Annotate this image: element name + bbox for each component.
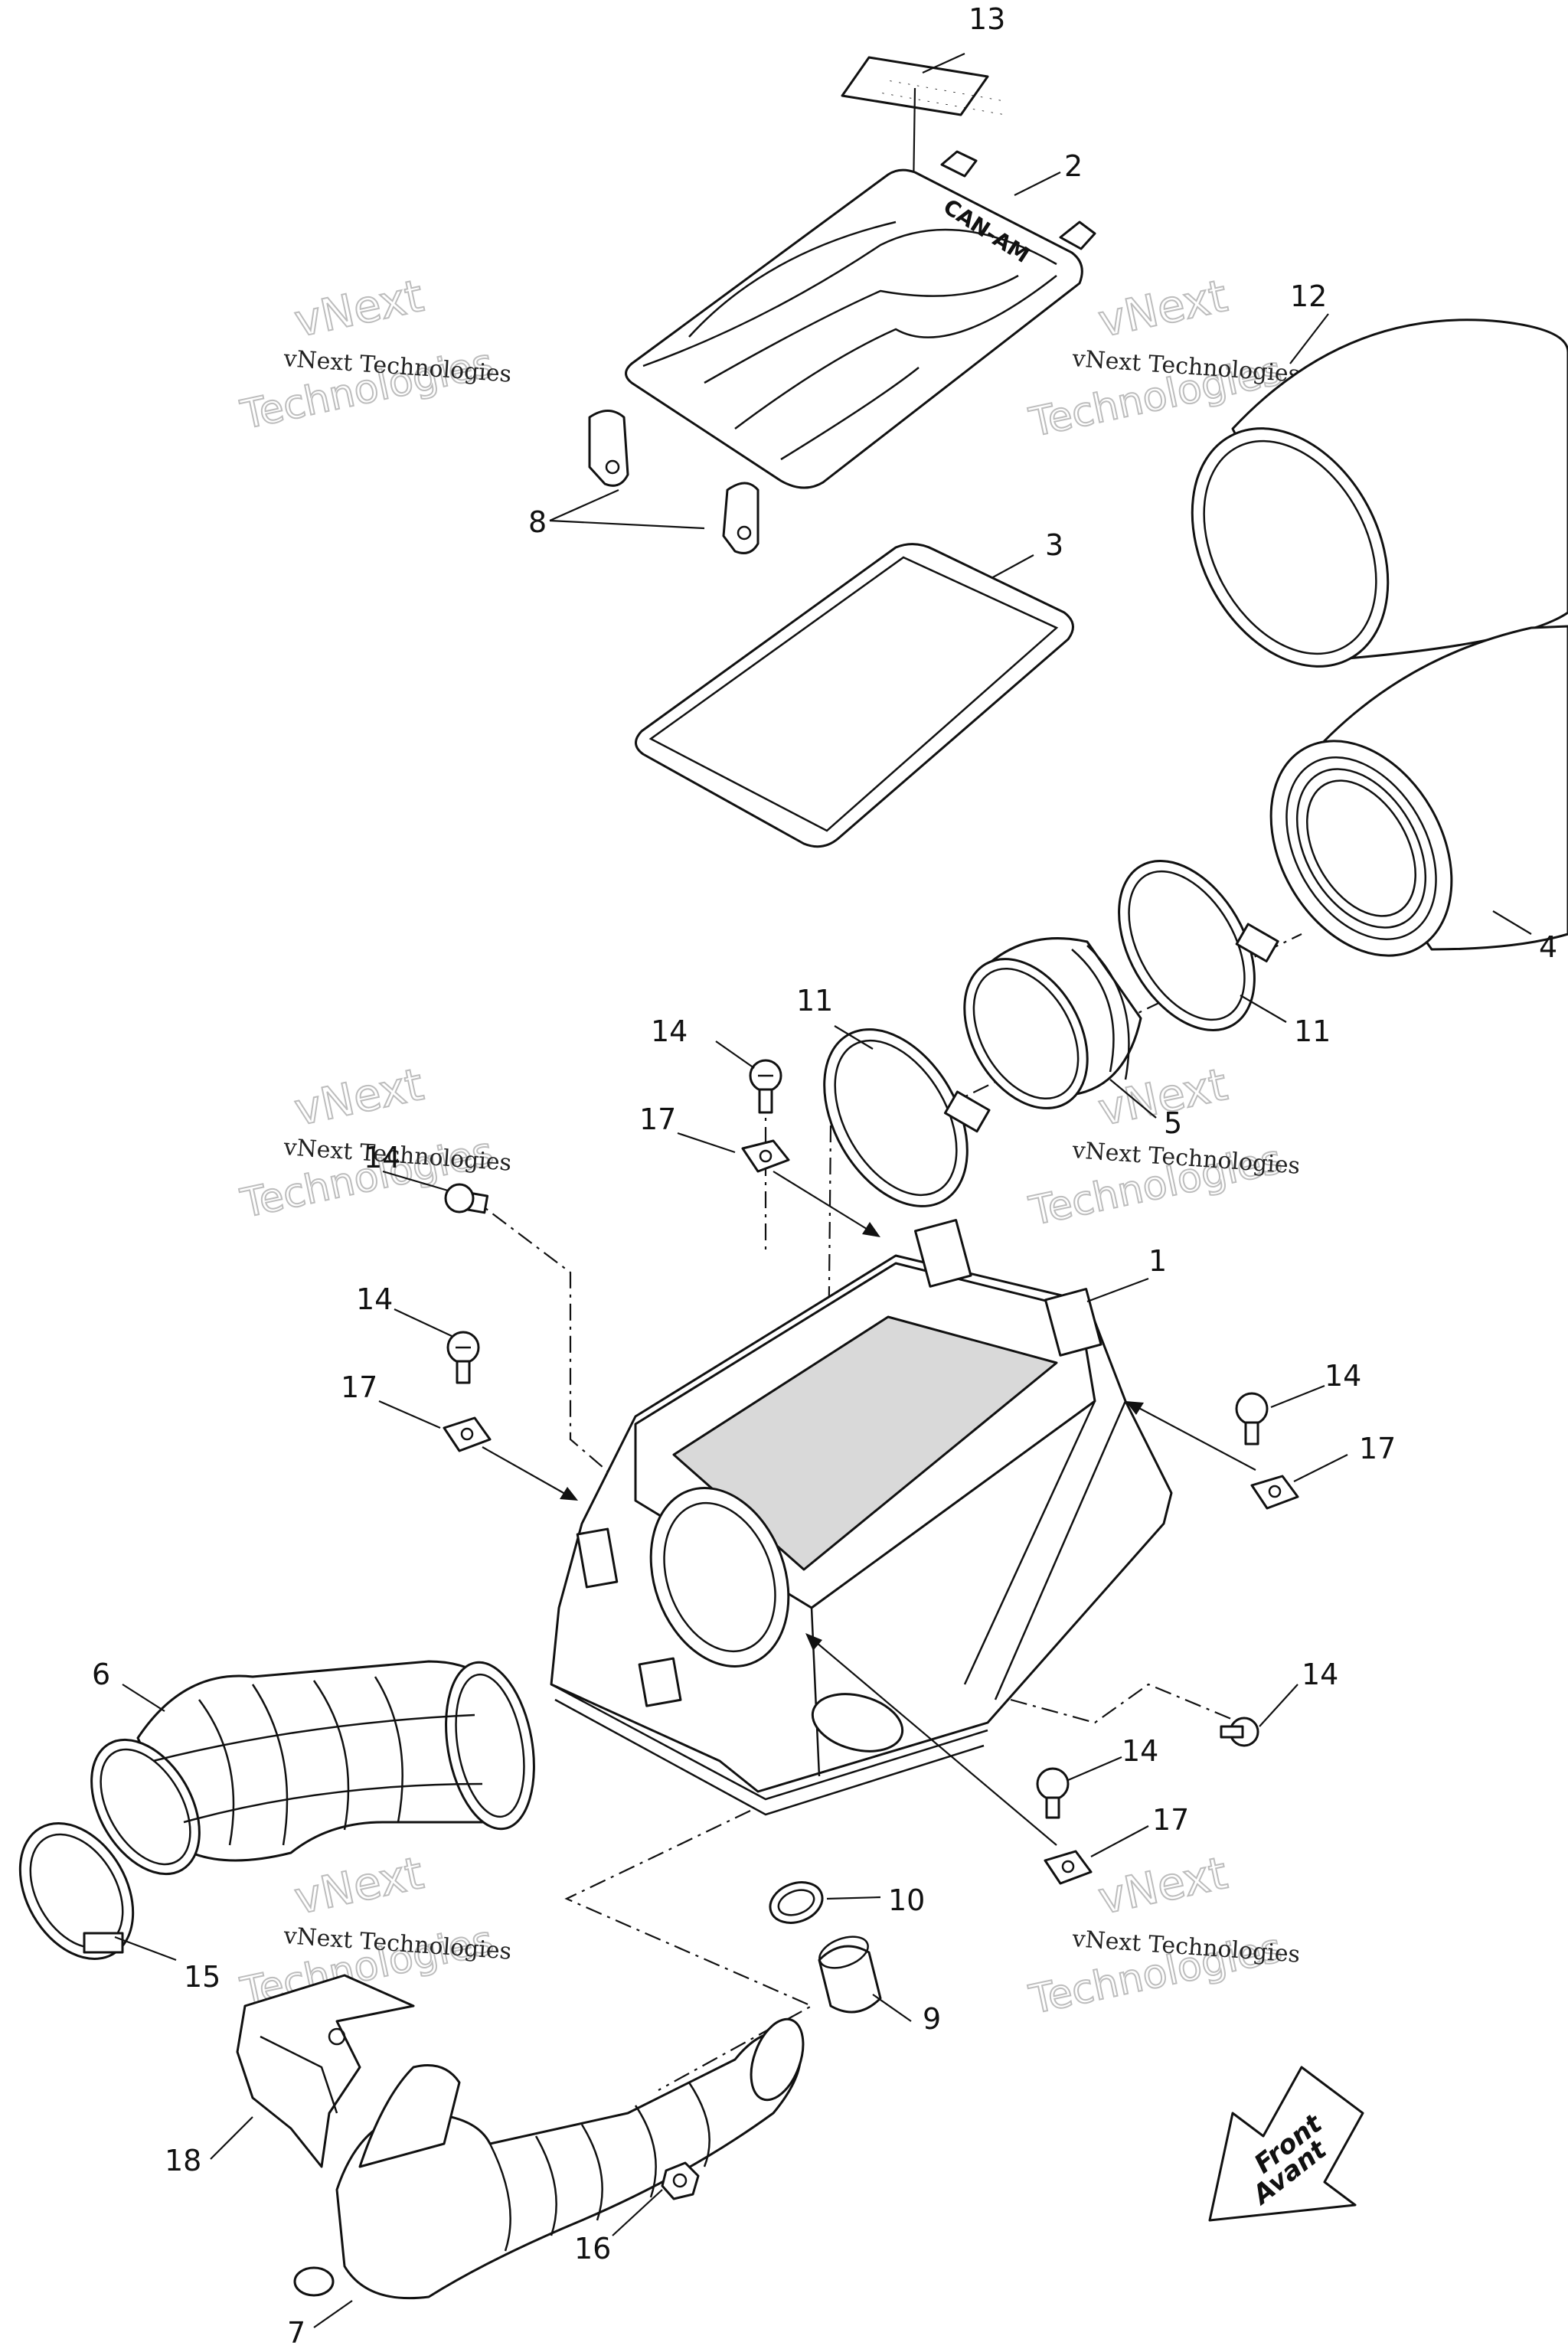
callout-6: 6	[92, 1658, 110, 1691]
watermark-vnext: vNext	[1094, 1847, 1232, 1925]
callout-17-c: 17	[1359, 1432, 1396, 1465]
callout-10: 10	[888, 1883, 925, 1917]
part-11-clamp-lower	[823, 1028, 991, 1207]
callout-3: 3	[1045, 528, 1063, 562]
part-14-screw-e	[1220, 1717, 1259, 1747]
callout-18: 18	[165, 2144, 201, 2177]
part-14-screw-a	[749, 1059, 782, 1114]
watermark-top-left: vNext Technologies vNext Technologies	[236, 269, 512, 439]
callout-14-d: 14	[1325, 1359, 1361, 1393]
callout-1: 1	[1148, 1244, 1167, 1278]
callout-9: 9	[923, 2002, 941, 2036]
part-2-airbox-cover: CAN-AM	[625, 150, 1096, 489]
callout-15: 15	[184, 1960, 220, 1994]
callout-5: 5	[1164, 1106, 1182, 1140]
watermark-vnext: vNext	[1094, 270, 1232, 348]
part-7-lower-duct	[293, 2017, 805, 2300]
callout-11-upper: 11	[1294, 1014, 1331, 1048]
part-17-nut-b	[443, 1416, 492, 1452]
callout-numbers: 13 2 12 8 3 4 11 11 14 17 5 14 1 14 14 1…	[92, 2, 1557, 2350]
part-9-sleeve	[818, 1936, 882, 2014]
callout-16: 16	[574, 2232, 611, 2265]
part-17-nut-d	[1044, 1850, 1093, 1885]
callout-leaders	[114, 52, 1532, 2328]
watermark-vnext: vNext	[290, 270, 428, 348]
callout-14-a: 14	[651, 1014, 688, 1048]
part-14-screw-f	[1036, 1767, 1070, 1819]
part-18-bracket	[236, 1974, 415, 2168]
callout-4: 4	[1539, 930, 1557, 964]
part-1-airbox	[550, 1219, 1173, 1816]
callout-17-b: 17	[341, 1370, 377, 1404]
part-6-intake-duct	[90, 1660, 535, 1876]
part-4-air-filter	[1269, 625, 1568, 957]
part-17-nut-c	[1250, 1475, 1299, 1510]
callout-14-f: 14	[1122, 1734, 1158, 1768]
part-5-adapter	[963, 937, 1142, 1109]
callout-12: 12	[1290, 279, 1327, 313]
part-12-pre-filter	[1191, 318, 1568, 668]
watermark-vnext: vNext	[290, 1058, 428, 1136]
part-13-warning-label: - - - - - - - - - - - - - - - - - - - - …	[841, 56, 1004, 119]
callout-14-c: 14	[356, 1282, 393, 1316]
part-14-screw-d	[1235, 1392, 1269, 1446]
part-16-screw	[661, 2161, 700, 2200]
front-direction-badge: Front Avant	[1208, 2066, 1364, 2222]
callout-17-d: 17	[1152, 1803, 1189, 1837]
part-17-nut-a	[741, 1139, 790, 1173]
callout-14-b: 14	[364, 1141, 400, 1174]
callout-7: 7	[287, 2316, 305, 2350]
part-14-screw-c	[446, 1331, 480, 1384]
callout-13: 13	[969, 2, 1005, 36]
assembly-arrows	[482, 1171, 1256, 1846]
callout-14-e: 14	[1302, 1658, 1338, 1691]
part-8-clips	[588, 410, 760, 554]
part-3-gasket	[635, 543, 1074, 848]
part-14-screw-b	[444, 1183, 489, 1214]
part-15-clamp	[18, 1822, 135, 1960]
part-11-clamp-upper	[1118, 860, 1279, 1031]
callout-2: 2	[1064, 149, 1083, 183]
part-10-spring-clip	[769, 1881, 824, 1924]
watermark-vnext: vNext	[290, 1847, 428, 1925]
callout-8: 8	[528, 505, 547, 539]
callout-11-lower: 11	[796, 984, 833, 1018]
callout-17-a: 17	[639, 1102, 676, 1136]
